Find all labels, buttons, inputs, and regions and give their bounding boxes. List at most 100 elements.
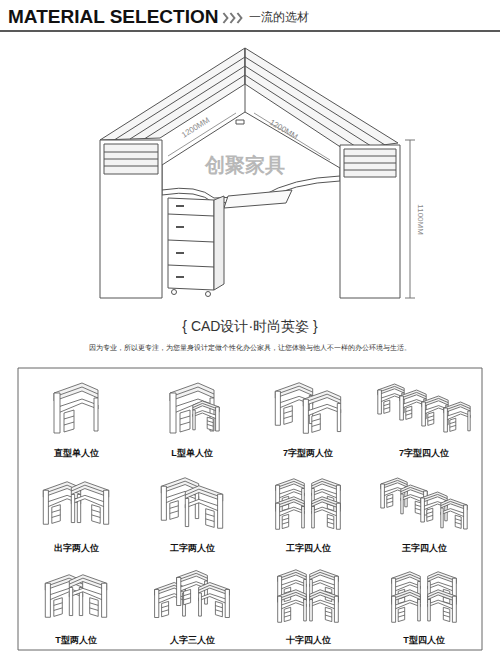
desk-stroke: [185, 486, 222, 501]
desk-stroke: [312, 507, 338, 516]
desk-unit: [444, 402, 470, 432]
desk-stroke: [450, 418, 456, 431]
layout-caption: 直型单人位: [54, 448, 99, 458]
screen-slat: [104, 152, 158, 153]
layout-caption: 7字型两人位: [283, 448, 333, 458]
screen-slat: [104, 166, 158, 167]
desk-stroke: [69, 578, 106, 587]
desk-stroke: [71, 495, 105, 507]
desk-stroke: [455, 519, 461, 524]
desk-stroke: [336, 503, 340, 529]
desk-stroke: [406, 410, 412, 415]
caster: [206, 292, 211, 297]
desk-stroke: [443, 611, 450, 617]
desk-stroke: [64, 410, 74, 432]
desk-stroke: [180, 416, 190, 425]
desk-stroke: [177, 571, 208, 584]
layout-icon: [275, 383, 340, 434]
desk-stroke: [199, 583, 230, 596]
desk-stroke: [401, 494, 403, 514]
drawer-handle: [176, 205, 184, 207]
desk-stroke: [441, 508, 443, 528]
desk-stroke: [378, 390, 382, 414]
desk-stroke: [392, 596, 396, 622]
desk-stroke: [398, 607, 405, 621]
desk-unit: [199, 583, 230, 618]
desk-stroke: [280, 580, 306, 589]
desk-stroke: [428, 600, 454, 609]
desk-stroke: [325, 607, 332, 621]
desk-stroke: [184, 594, 191, 600]
layout-caption: T型两人位: [55, 635, 97, 645]
drawer-line: [168, 214, 214, 216]
desk-stroke: [215, 606, 222, 612]
desk-stroke: [312, 489, 338, 498]
layout-caption: 人字三人位: [170, 635, 215, 645]
desk-stroke: [415, 505, 421, 510]
desk-stroke: [468, 411, 470, 431]
desk-stroke: [102, 583, 107, 617]
desk-stroke: [180, 410, 190, 432]
layout-icon: [161, 478, 222, 529]
desk-stroke: [177, 578, 181, 606]
section-heading: { CAD设计·时尚英姿 }: [182, 318, 317, 334]
desk-stroke: [276, 503, 280, 529]
desk-stroke: [170, 383, 214, 401]
desk-stroke: [161, 486, 166, 520]
desk-stroke: [337, 404, 340, 432]
desk-stroke: [325, 611, 332, 617]
layout-caption: 出字两人位: [54, 543, 99, 553]
layout-caption: L型单人位: [171, 448, 213, 458]
gallery-frame: [18, 368, 482, 650]
desk-stroke: [303, 399, 308, 433]
desk-stroke: [54, 393, 60, 433]
desk-stroke: [400, 396, 404, 420]
desk-stroke: [185, 489, 222, 498]
desk-unit: [54, 383, 98, 433]
desk-stroke: [71, 485, 108, 494]
intro-text: 因为专业，所以更专注，为您量身设计定做个性化办公家具，让您体验与他人不一样的办公…: [89, 344, 411, 352]
desk-stroke: [384, 400, 390, 413]
desk-stroke: [170, 501, 179, 520]
desk-unit: [185, 486, 222, 529]
layout-icon: [170, 383, 219, 433]
desk-stroke: [43, 490, 48, 524]
desk-stroke: [427, 508, 433, 521]
desk-unit: [69, 575, 106, 618]
header-rule: [0, 30, 500, 32]
desk-stroke: [310, 580, 336, 589]
desk-stroke: [387, 494, 393, 507]
desk-stroke: [428, 582, 454, 591]
desk-stroke: [94, 398, 98, 431]
pedestal-side: [214, 196, 224, 290]
layout-icon: [45, 575, 106, 618]
desk-stroke: [406, 406, 412, 419]
desk-stroke: [303, 391, 340, 406]
desk-stroke: [450, 422, 456, 427]
desk-stroke: [381, 484, 385, 508]
desk-stroke: [218, 494, 223, 528]
desk-stroke: [206, 509, 215, 528]
desk-stroke: [284, 607, 291, 621]
desk-stroke: [162, 601, 169, 616]
desk-unit: [310, 590, 339, 623]
desk-stroke: [52, 510, 61, 518]
pedestal: [168, 198, 214, 290]
desk-stroke: [54, 383, 98, 401]
desk-stroke: [443, 607, 450, 621]
drawer-handle: [176, 276, 184, 278]
desk-stroke: [170, 393, 176, 433]
caster: [172, 290, 177, 295]
desk-unit: [71, 482, 108, 525]
layout-icon: [381, 478, 467, 529]
desk-stroke: [170, 387, 214, 397]
desk-stroke: [92, 510, 101, 518]
desk-stroke: [310, 600, 313, 621]
desk-unit: [276, 497, 305, 530]
left-end-panel: [100, 140, 162, 298]
desk-stroke: [54, 387, 98, 397]
desk-stroke: [216, 407, 220, 431]
desk-stroke: [427, 512, 433, 517]
desk-stroke: [394, 600, 420, 609]
